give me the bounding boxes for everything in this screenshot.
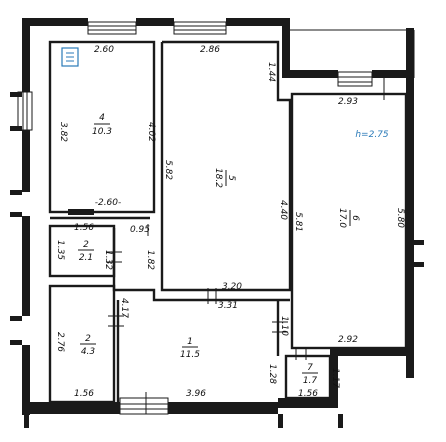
window-top-left [87, 21, 137, 35]
room-7-label: 7 1.7 [302, 363, 318, 386]
room-2a-area: 2.1 [79, 253, 93, 263]
dim-hall-right-down: 1.28 [267, 364, 277, 384]
room-1-number: 1 [187, 337, 193, 347]
room-4-label: 4 10.3 [92, 113, 112, 137]
window-left [17, 91, 33, 131]
room-1-area: 11.5 [180, 350, 200, 360]
window-right-top [337, 71, 373, 87]
dim-r4-bottom: -2.60- [95, 198, 122, 208]
door-markers [106, 72, 385, 360]
room-labels: 4 10.3 5 18.2 6 17.0 1 11.5 2 2.1 2 4.3 [78, 113, 389, 386]
room-4-number: 4 [99, 113, 105, 123]
window-bottom [119, 392, 169, 415]
dim-r6-bottom: 2.92 [338, 335, 358, 345]
room-7-number: 7 [307, 363, 313, 373]
dimension-labels: 2.60 3.82 4.02 -2.60- 2.86 1.44 5.82 4.4… [55, 45, 405, 399]
dim-r4-top: 2.60 [94, 45, 114, 55]
dim-hall-right-up: 1.10 [279, 316, 289, 336]
ceiling-height-label: h=2.75 [355, 130, 389, 140]
dim-r6-right: 5.80 [395, 208, 405, 228]
dim-r7-bottom: 1.56 [298, 389, 318, 399]
room-1-label: 1 11.5 [180, 337, 200, 360]
dim-r5-top-right: 1.44 [266, 62, 276, 82]
room-6-label: 6 17.0 [337, 208, 360, 228]
interior-walls [48, 40, 408, 404]
exterior-markers [10, 92, 424, 428]
dim-bath-right: 4.17 [119, 298, 129, 318]
dim-bath-left: 2.76 [55, 332, 65, 352]
dim-wc-left: 1.35 [55, 240, 65, 260]
dim-hall-bottom: 3.96 [186, 389, 206, 399]
electric-panel-icon [61, 47, 79, 67]
outer-walls [22, 18, 414, 415]
dim-r5-left-low: 1.82 [145, 250, 155, 270]
room-7-area: 1.7 [303, 376, 318, 386]
room-6-number: 6 [350, 215, 360, 221]
dim-r5-bottom: 3.20 [222, 282, 242, 292]
dim-door-095: 0.95 [130, 225, 150, 235]
room-2b-number: 2 [85, 334, 91, 344]
dim-r6-top: 2.93 [338, 97, 358, 107]
room-5-label: 5 18.2 [213, 168, 236, 188]
dim-r7-right: 1.17 [330, 368, 340, 388]
room-5-area: 18.2 [213, 168, 223, 188]
dim-bath-bottom: 1.56 [74, 389, 94, 399]
room-2b-label: 2 4.3 [80, 334, 96, 357]
windows [17, 21, 415, 415]
dim-wc-right: 1.32 [103, 250, 113, 270]
window-top-middle [173, 21, 227, 35]
dim-r4-right: 4.02 [146, 122, 156, 142]
room-4-area: 10.3 [92, 127, 112, 137]
dim-r5-top: 2.86 [200, 45, 220, 55]
dim-r6-left: 5.81 [293, 212, 303, 232]
room-5-number: 5 [226, 175, 236, 181]
room-6-area: 17.0 [337, 208, 347, 228]
room-2a-number: 2 [83, 240, 89, 250]
dim-r5-bottom-outer: 3.31 [218, 301, 238, 311]
balcony-rail [290, 29, 415, 78]
room-2a-label: 2 2.1 [78, 240, 94, 263]
dim-r5-left: 5.82 [163, 160, 173, 180]
dim-wc-top: 1.56 [74, 223, 94, 233]
room-2b-area: 4.3 [81, 347, 96, 357]
dim-r4-left: 3.82 [58, 122, 68, 142]
dim-r5-right: 4.40 [278, 200, 288, 220]
